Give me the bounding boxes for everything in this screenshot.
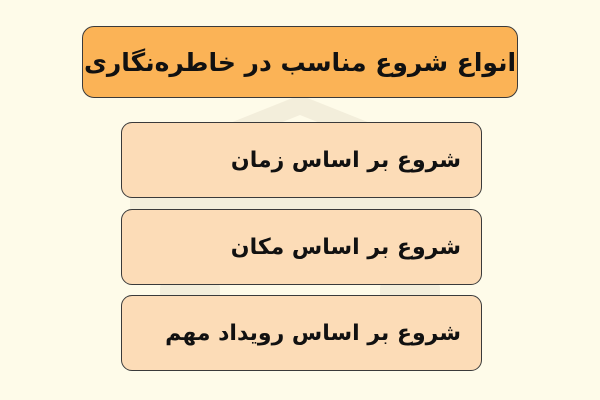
diagram-item-event: شروع بر اساس رویداد مهم (121, 295, 482, 371)
diagram-item-label: شروع بر اساس مکان (230, 234, 461, 260)
diagram-title-box: انواع شروع مناسب در خاطره‌نگاری (82, 26, 518, 98)
diagram-item-time: شروع بر اساس زمان (121, 122, 482, 198)
diagram-item-label: شروع بر اساس رویداد مهم (165, 320, 461, 346)
diagram-title: انواع شروع مناسب در خاطره‌نگاری (83, 47, 517, 77)
diagram-item-label: شروع بر اساس زمان (230, 147, 461, 173)
diagram-item-place: شروع بر اساس مکان (121, 209, 482, 285)
